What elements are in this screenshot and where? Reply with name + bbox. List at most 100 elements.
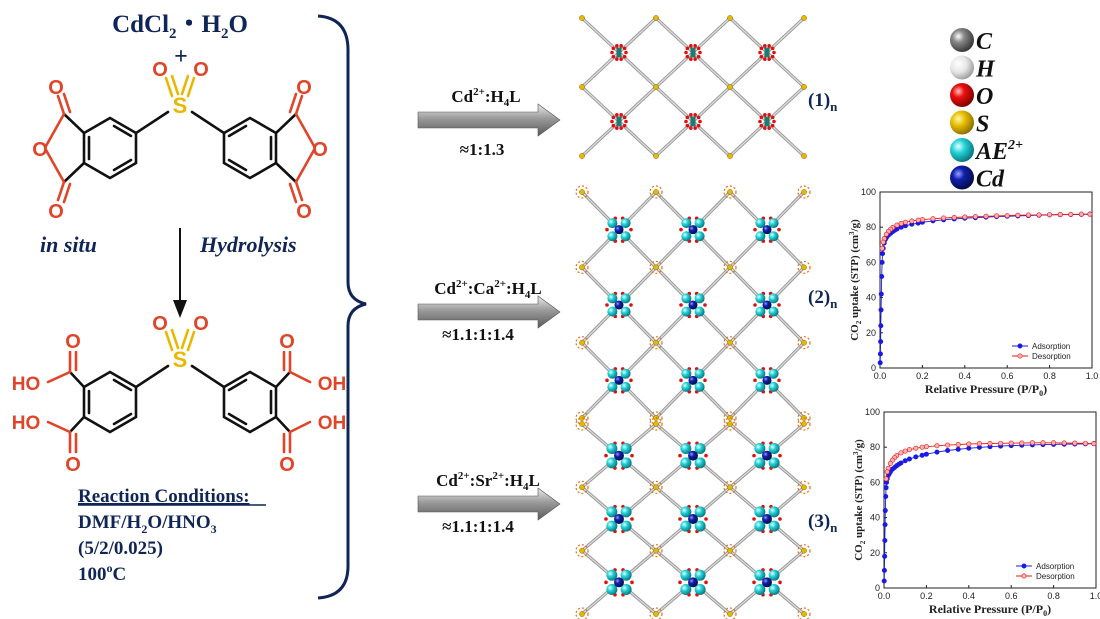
legend-item: O bbox=[950, 83, 993, 110]
y-tick-label: 80 bbox=[866, 222, 876, 232]
data-point bbox=[1051, 440, 1057, 446]
data-point bbox=[919, 444, 925, 450]
data-point bbox=[1087, 211, 1093, 217]
data-point bbox=[919, 452, 925, 458]
svg-text:Cd2+:H4L: Cd2+:H4L bbox=[451, 86, 520, 109]
legend-label: C bbox=[976, 29, 993, 55]
data-point bbox=[962, 214, 968, 220]
y-tick-label: 0 bbox=[875, 583, 880, 593]
x-tick-label: 0.4 bbox=[963, 591, 976, 601]
oxygen-atom-label: O bbox=[65, 331, 81, 353]
reaction-arrow-icon bbox=[417, 487, 561, 521]
dianhydride-structure: S O O O O O O O O bbox=[32, 59, 328, 223]
x-tick-label: 0.8 bbox=[1043, 371, 1056, 381]
data-point bbox=[1025, 212, 1031, 218]
legend-label: S bbox=[976, 112, 989, 138]
data-point bbox=[1082, 440, 1088, 446]
conditions-ratio: (5/2/0.025) bbox=[78, 538, 163, 559]
x-tick-label: 0.6 bbox=[1001, 371, 1014, 381]
data-point bbox=[930, 216, 936, 222]
data-point bbox=[1072, 440, 1078, 446]
legend-entry: Desorption bbox=[1032, 352, 1071, 361]
hydroxyl-label: OH bbox=[318, 413, 347, 434]
oxygen-atom-label: O bbox=[279, 454, 295, 476]
hydroxyl-label: OH bbox=[318, 374, 347, 395]
legend-entry: Desorption bbox=[1036, 572, 1075, 581]
atom-sphere-icon bbox=[950, 110, 974, 135]
oxygen-atom-label: O bbox=[193, 313, 209, 335]
data-point bbox=[923, 444, 929, 450]
data-point bbox=[883, 476, 889, 482]
data-point bbox=[955, 446, 961, 452]
data-point bbox=[998, 440, 1004, 446]
reaction-3: Cd2+:Sr2+:H4L ≈1.1:1:1.4 (3)n bbox=[417, 470, 838, 536]
hydroxyl-label: HO bbox=[12, 413, 41, 434]
data-point bbox=[972, 214, 978, 220]
data-point bbox=[898, 221, 904, 227]
y-tick-label: 40 bbox=[866, 293, 876, 303]
data-point bbox=[882, 553, 888, 559]
data-point bbox=[909, 218, 915, 224]
oxygen-atom-label: O bbox=[48, 77, 64, 99]
x-tick-label: 0.4 bbox=[959, 371, 972, 381]
y-tick-label: 20 bbox=[866, 328, 876, 338]
crystal-structure-2 bbox=[575, 185, 811, 425]
x-tick-label: 0.6 bbox=[1005, 591, 1018, 601]
data-point bbox=[1036, 212, 1042, 218]
data-point bbox=[1040, 440, 1046, 446]
plus-sign: + bbox=[174, 44, 188, 70]
y-tick-label: 20 bbox=[870, 548, 880, 558]
oxygen-atom-label: O bbox=[48, 201, 64, 223]
data-point bbox=[878, 291, 884, 297]
data-point bbox=[882, 508, 888, 514]
data-point bbox=[879, 259, 885, 265]
data-point bbox=[884, 469, 890, 475]
oxygen-atom-label: O bbox=[152, 59, 168, 81]
x-tick-label: 0.2 bbox=[916, 371, 929, 381]
svg-text:Cd2+:Sr2+:H4L: Cd2+:Sr2+:H4L bbox=[436, 470, 540, 493]
y-axis-label: CO2 uptake (STP) (cm3/g) bbox=[852, 439, 867, 561]
atom-sphere-icon bbox=[950, 28, 974, 52]
data-point bbox=[878, 307, 884, 313]
data-point bbox=[945, 448, 951, 454]
data-point bbox=[923, 451, 929, 457]
legend-label: Cd bbox=[976, 167, 1005, 193]
molar-ratio: ≈1.1:1:1.4 bbox=[442, 325, 514, 344]
oxygen-atom-label: O bbox=[296, 77, 312, 99]
data-point bbox=[1019, 440, 1025, 446]
legend-label: O bbox=[976, 84, 993, 110]
data-point bbox=[915, 217, 921, 223]
grouping-bracket bbox=[317, 14, 367, 600]
reaction-2: Cd2+:Ca2+:H4L ≈1.1:1:1.4 (2)n bbox=[417, 278, 838, 344]
data-point bbox=[976, 441, 982, 447]
y-tick-label: 100 bbox=[861, 187, 876, 197]
data-point bbox=[902, 458, 908, 464]
oxygen-atom-label: O bbox=[152, 313, 168, 335]
data-point bbox=[983, 213, 989, 219]
data-point bbox=[887, 460, 893, 466]
data-point bbox=[902, 219, 908, 225]
salt-formula: CdCl bbox=[112, 11, 169, 38]
data-point bbox=[894, 222, 900, 228]
data-point bbox=[882, 522, 888, 528]
data-point bbox=[878, 339, 884, 345]
reactant-header: CdCl2・H2O + bbox=[112, 11, 248, 70]
hydrolysis-step: in situ Hydrolysis bbox=[40, 228, 297, 318]
product-label: (1)n bbox=[808, 90, 838, 114]
x-axis-label: Relative Pressure (P/P0) bbox=[925, 382, 1047, 398]
data-point bbox=[882, 537, 888, 543]
crystal-structure-3 bbox=[575, 417, 811, 619]
atom-sphere-icon bbox=[950, 138, 974, 162]
oxygen-atom-label: O bbox=[32, 139, 48, 161]
data-point bbox=[1004, 213, 1010, 219]
svg-text:CdCl2・H2O: CdCl2・H2O bbox=[112, 11, 248, 42]
oxygen-atom-label: O bbox=[193, 59, 209, 81]
data-point bbox=[902, 448, 908, 454]
conditions-title: Reaction Conditions: bbox=[78, 486, 250, 507]
tetracarboxylic-acid-structure: S O O O HO O HO O OH O OH bbox=[12, 313, 347, 476]
data-point bbox=[877, 351, 883, 357]
y-tick-label: 60 bbox=[866, 257, 876, 267]
